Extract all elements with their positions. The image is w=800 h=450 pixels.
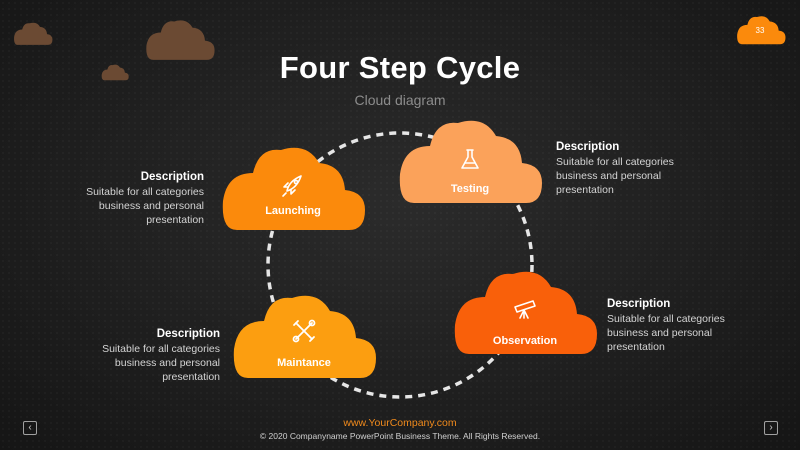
- chevron-left-icon: ‹: [28, 422, 32, 433]
- page-number: 33: [755, 26, 765, 35]
- step-label-testing: Testing: [451, 183, 489, 195]
- description-launching: Description Suitable for all categories …: [54, 170, 204, 227]
- decor-cloud-small: [101, 64, 129, 81]
- rocket-icon: [282, 175, 302, 197]
- tools-icon: [292, 319, 316, 343]
- description-maintance: Description Suitable for all categories …: [70, 327, 220, 384]
- description-text: Suitable for all categories business and…: [556, 156, 674, 196]
- telescope-icon: [514, 300, 536, 319]
- step-label-maintance: Maintance: [277, 357, 331, 369]
- description-text: Suitable for all categories business and…: [86, 186, 204, 226]
- description-heading: Description: [140, 171, 204, 183]
- prev-slide-button[interactable]: ‹: [23, 421, 37, 435]
- description-heading: Description: [556, 141, 620, 153]
- description-heading: Description: [607, 298, 671, 310]
- flask-icon: [461, 149, 479, 169]
- step-label-observation: Observation: [493, 335, 557, 347]
- chevron-right-icon: ›: [769, 422, 773, 433]
- decor-cloud-large: [146, 20, 215, 60]
- description-testing: Description Suitable for all categories …: [556, 140, 706, 197]
- decor-cloud-medium: [14, 22, 53, 45]
- step-cloud-maintance[interactable]: Maintance: [233, 295, 377, 378]
- next-slide-button[interactable]: ›: [764, 421, 778, 435]
- slide-title: Four Step Cycle: [279, 50, 521, 85]
- cycle-ring: [266, 131, 534, 399]
- description-text: Suitable for all categories business and…: [607, 313, 725, 353]
- step-cloud-testing[interactable]: Testing: [399, 120, 542, 203]
- description-text: Suitable for all categories business and…: [102, 343, 220, 383]
- footer-copyright: © 2020 Companyname PowerPoint Business T…: [259, 431, 541, 441]
- step-cloud-launching[interactable]: Launching: [222, 147, 366, 230]
- slide-subtitle: Cloud diagram: [354, 92, 446, 108]
- description-observation: Description Suitable for all categories …: [607, 297, 757, 354]
- footer-url[interactable]: www.YourCompany.com: [343, 417, 457, 429]
- step-cloud-observation[interactable]: Observation: [454, 271, 597, 354]
- step-label-launching: Launching: [265, 205, 321, 217]
- description-heading: Description: [156, 328, 220, 340]
